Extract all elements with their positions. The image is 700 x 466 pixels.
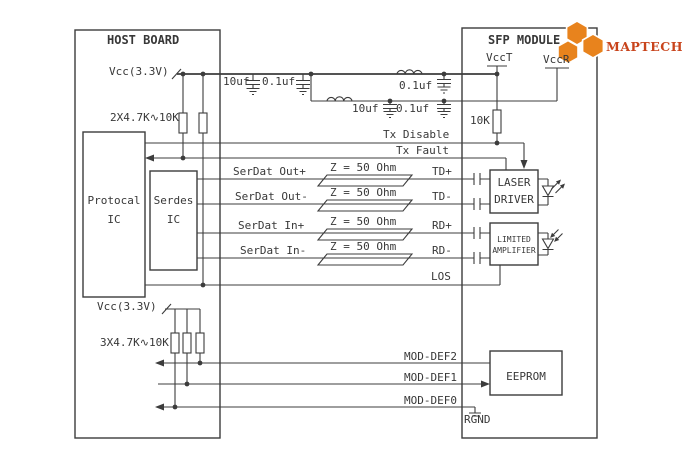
- serdes-ic-line2: IC: [166, 213, 181, 226]
- protocol-ic-box: [82, 131, 146, 298]
- pullup-top-label: 2X4.7K∿10K: [110, 111, 179, 124]
- vcct-label: VccT: [486, 51, 513, 64]
- signal-arrows: [145, 154, 565, 411]
- cap4-label: 0.1uf: [396, 102, 430, 115]
- capacitor-icon: [246, 74, 310, 96]
- cap3-label: 10uf: [352, 102, 379, 115]
- host-board-outline: [74, 29, 221, 439]
- cap2-label: 0.1uf: [262, 75, 296, 88]
- mod-def0-label: MOD-DEF0: [404, 394, 457, 407]
- eeprom-label: EEPROM: [506, 370, 546, 383]
- protocol-ic-line2: IC: [107, 213, 121, 226]
- laser-driver-line2: DRIVER: [494, 193, 534, 206]
- los-label: LOS: [431, 270, 451, 283]
- resistor-icon: [170, 332, 180, 354]
- mod-def2-label: MOD-DEF2: [404, 350, 457, 363]
- rd-p-label: RD+: [432, 219, 452, 232]
- cap1-label: 10uf: [223, 75, 250, 88]
- impedance-label: Z = 50 Ohm: [330, 215, 397, 228]
- limited-amplifier-box: [489, 222, 539, 266]
- resistor-icon: [492, 109, 502, 134]
- tx-disable-label: Tx Disable: [383, 128, 450, 141]
- laser-driver-line1: LASER: [497, 176, 531, 189]
- serdes-ic-box: [149, 170, 198, 271]
- serdes-ic-line1: Serdes: [153, 194, 194, 207]
- inductor-icon: [326, 96, 353, 102]
- resistor-icon: [182, 332, 192, 354]
- mod-def1-label: MOD-DEF1: [404, 371, 457, 384]
- mod-def1-arrow: [481, 380, 490, 388]
- mod-def0-arrow: [155, 403, 164, 411]
- photo-light-arrow: [550, 232, 556, 238]
- impedance-label: Z = 50 Ohm: [330, 240, 397, 253]
- vcc-top-label: Vcc(3.3V): [109, 65, 169, 78]
- laser-driver-box: [489, 169, 539, 214]
- maptech-logo-hexagons: [557, 20, 605, 65]
- mod-def2-arrow: [155, 359, 164, 367]
- host-board-title: HOST BOARD: [107, 33, 180, 47]
- rd-n-label: RD-: [432, 244, 452, 257]
- tx-fault-label: Tx Fault: [396, 144, 449, 157]
- vcc-slash-top: [171, 68, 182, 80]
- limited-amplifier-line1: LIMITED: [497, 235, 531, 244]
- cap5-label: 0.1uf: [399, 79, 433, 92]
- eeprom-box: [489, 350, 563, 396]
- serdat-out-p-label: SerDat Out+: [233, 165, 306, 178]
- rgnd-label: RGND: [464, 413, 491, 426]
- limited-amplifier-line2: AMPLIFIER: [492, 246, 536, 255]
- capacitor-icon: [437, 74, 451, 94]
- laser-light-arrow: [559, 183, 565, 189]
- transmission-line-symbol: [316, 174, 414, 266]
- impedance-label: Z = 50 Ohm: [330, 161, 397, 174]
- vcc-bottom-label: Vcc(3.3V): [97, 300, 157, 313]
- pullup-bottom-label: 3X4.7K∿10K: [100, 336, 169, 349]
- resistor-icon: [195, 332, 205, 354]
- inductor-icon: [396, 69, 423, 75]
- rgnd-ground-icon: [469, 407, 481, 417]
- serdat-in-n-label: SerDat In-: [240, 244, 307, 257]
- photodiode-icon: [538, 229, 563, 256]
- sfp-module-title: SFP MODULE: [488, 33, 561, 47]
- tx-fault-arrow: [145, 154, 154, 162]
- junction-dots: [172, 71, 500, 410]
- serdat-out-n-label: SerDat Out-: [235, 190, 308, 203]
- sfp-pullup-label: 10K: [470, 114, 490, 127]
- impedance-label: Z = 50 Ohm: [330, 186, 397, 199]
- resistor-icon: [178, 112, 188, 134]
- maptech-logo-text: MAPTECH: [606, 39, 684, 54]
- serdat-in-p-label: SerDat In+: [238, 219, 305, 232]
- tx-disable-arrow: [520, 160, 528, 169]
- vccr-label: VccR: [543, 53, 570, 66]
- td-n-label: TD-: [432, 190, 452, 203]
- protocol-ic-line1: Protocal: [87, 194, 141, 207]
- resistor-icon: [198, 112, 208, 134]
- photo-light-arrow: [554, 236, 560, 242]
- laser-light-arrow: [555, 179, 561, 185]
- td-p-label: TD+: [432, 165, 452, 178]
